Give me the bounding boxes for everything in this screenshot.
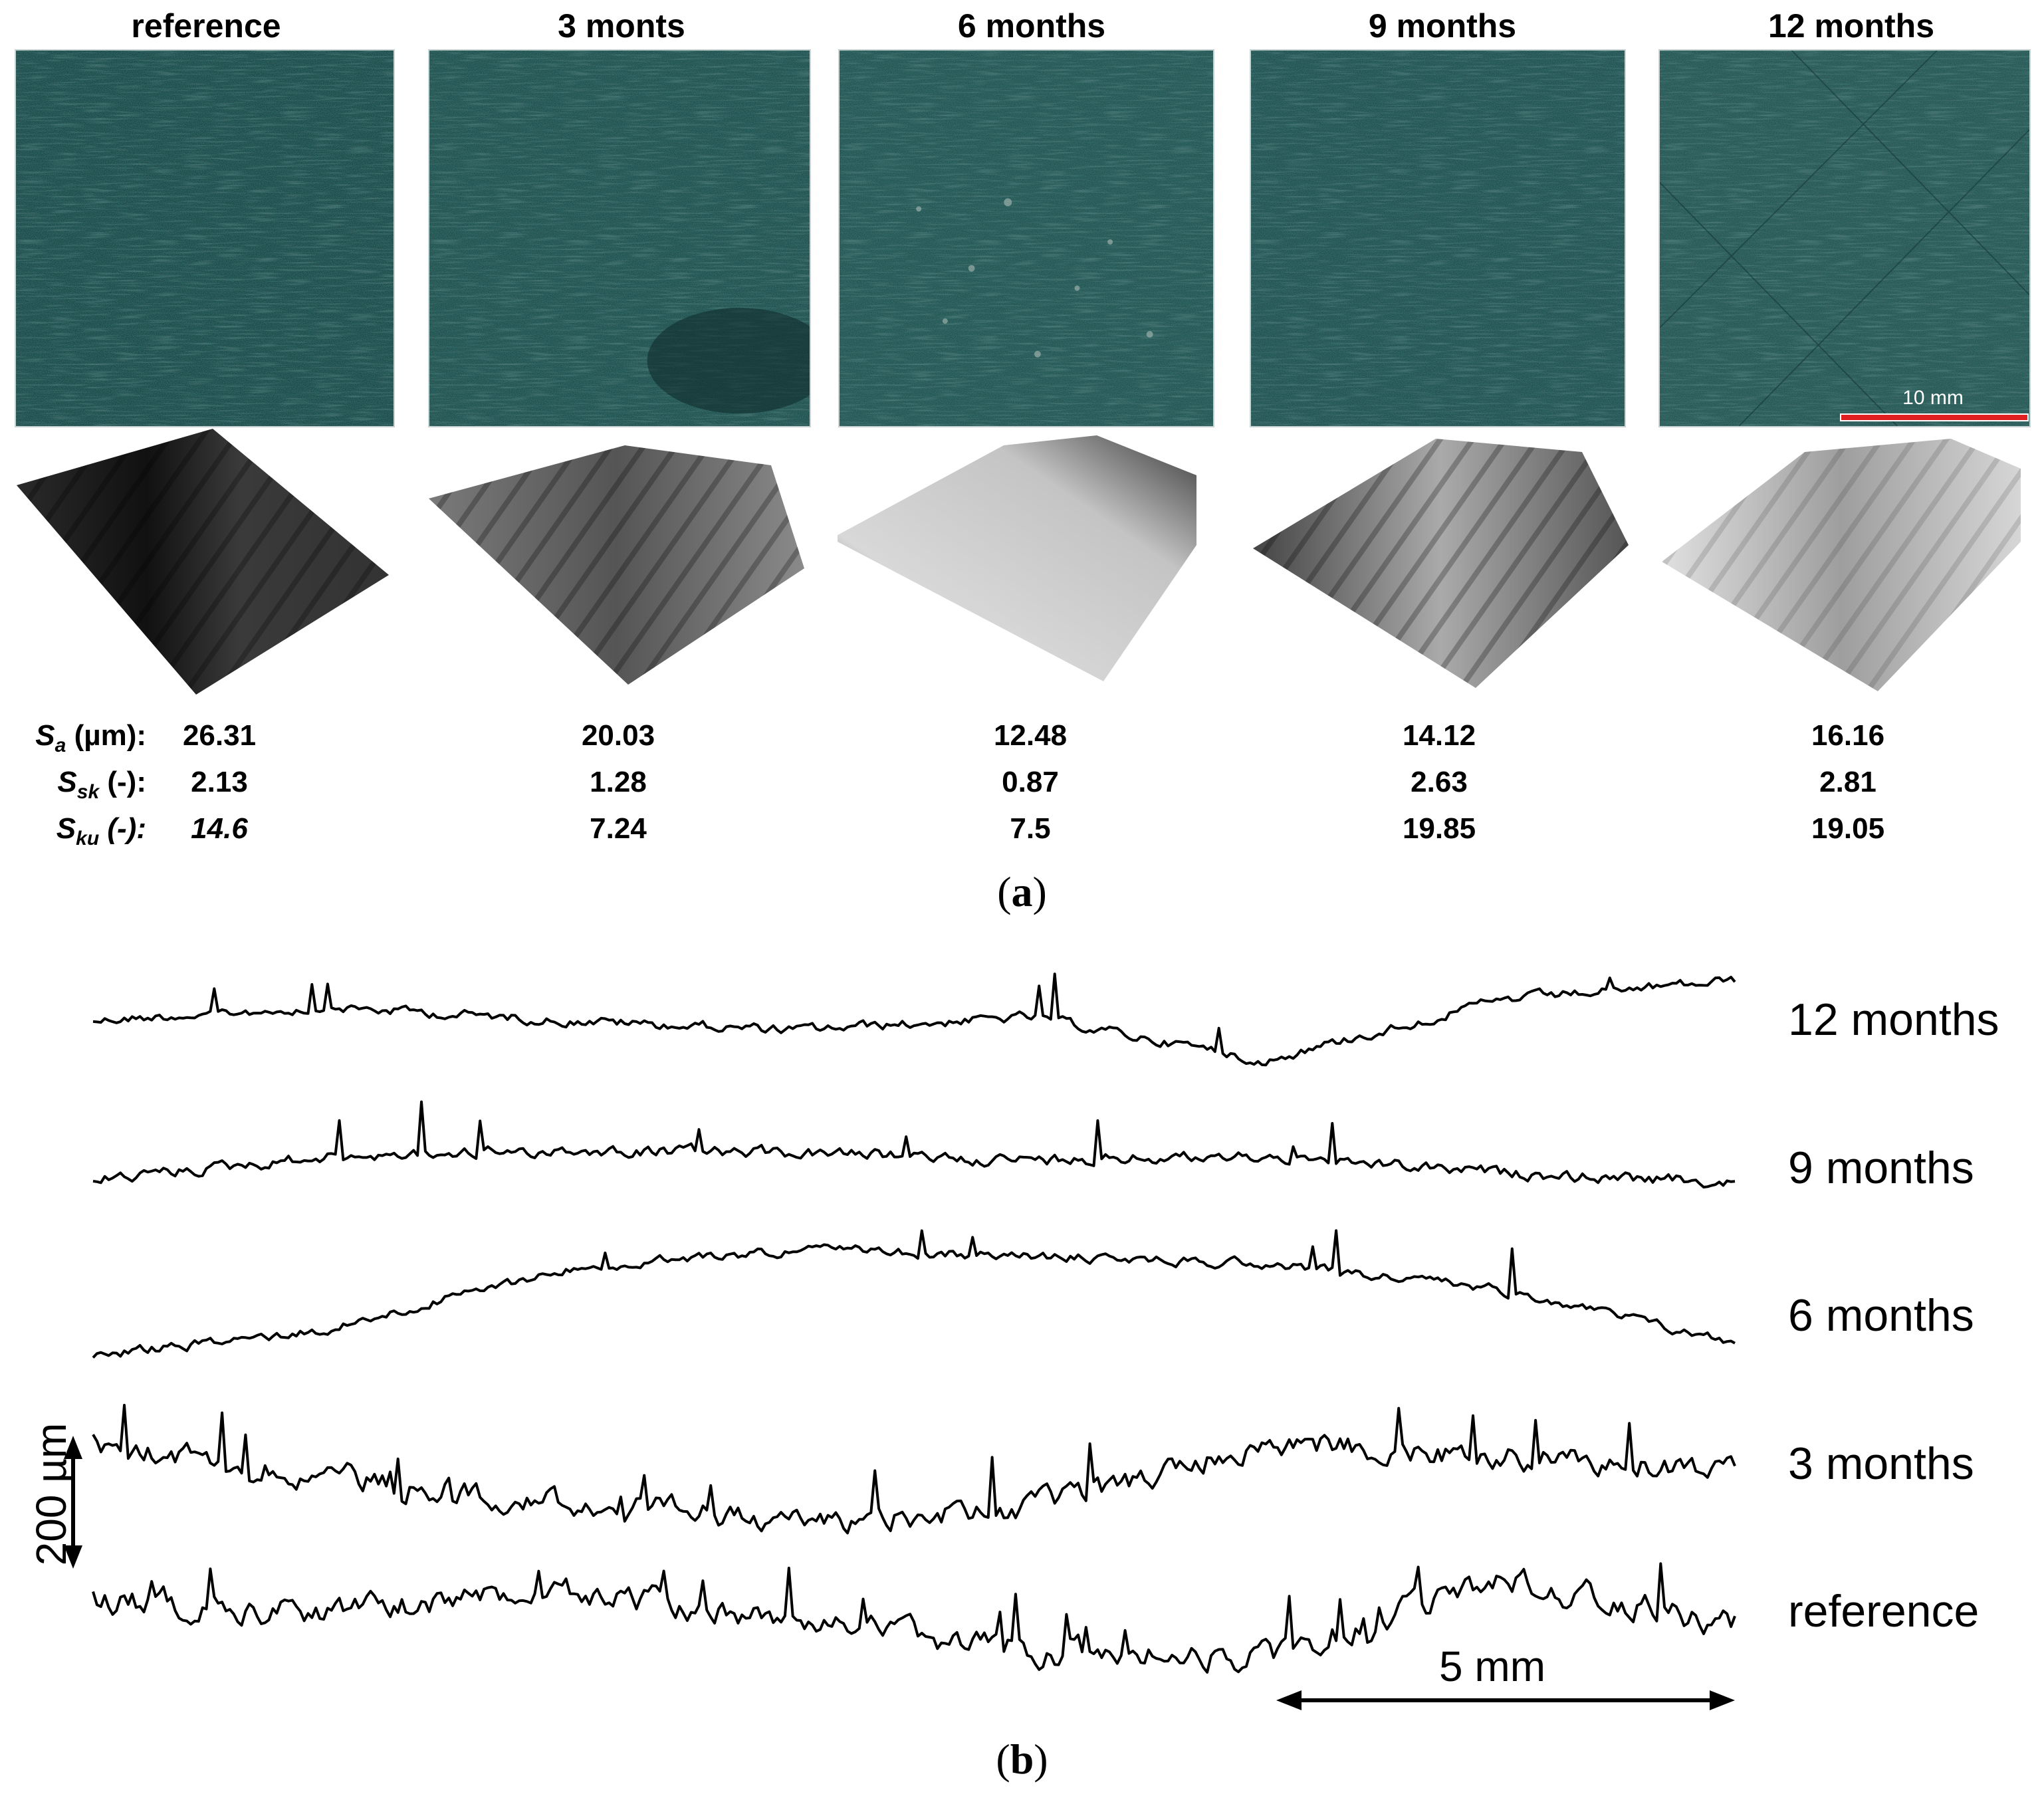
value-sa-6-months: 12.48 [993,719,1068,752]
column-title-reference: reference [131,7,281,45]
profile-label-9-months: 9 months [1788,1143,1974,1193]
profile-line-reference [92,1562,1736,1674]
column-title-9-months: 9 months [1368,7,1517,45]
caption-a: (a) [997,868,1047,915]
param-label-sa: Sa (µm): [35,719,146,756]
profile-line-9-months [92,1100,1736,1188]
surface-3d-6-months [838,435,1196,681]
value-sku-9-months: 19.85 [1402,812,1476,845]
scale-bar-label: 10 mm [1902,387,1964,409]
profile-line-3-months [92,1404,1736,1535]
value-sa-3-months: 20.03 [581,719,655,752]
photo-6-months [838,49,1214,427]
value-sa-9-months: 14.12 [1402,719,1476,752]
horizontal-scale-label: 5 mm [1439,1642,1545,1690]
profile-line-12-months [92,972,1736,1067]
profile-label-6-months: 6 months [1788,1290,1974,1341]
value-sa-12-months: 16.16 [1811,719,1885,752]
param-label-sku: Sku (-): [56,812,146,849]
column-title-3-months: 3 monts [558,7,685,45]
value-ssk-6-months: 0.87 [1002,766,1059,798]
value-sa-reference: 26.31 [182,719,257,752]
photo-3-months [428,49,811,427]
param-label-ssk: Ssk (-): [57,766,146,803]
profile-label-reference: reference [1788,1586,1980,1636]
caption-b: (b) [996,1736,1048,1783]
value-sku-12-months: 19.05 [1811,812,1885,845]
scale-bar [1840,413,2029,421]
value-sku-6-months: 7.5 [1010,812,1051,845]
value-ssk-9-months: 2.63 [1411,766,1468,798]
profile-label-3-months: 3 months [1788,1438,1974,1489]
photo-reference [15,49,395,427]
profile-label-12-months: 12 months [1788,994,1999,1045]
value-ssk-reference: 2.13 [191,766,248,798]
photo-9-months [1250,49,1626,427]
value-ssk-3-months: 1.28 [590,766,647,798]
surface-3d-12-months [1662,439,2021,691]
surface-3d-reference [17,429,389,695]
vertical-scale-label: 200 µm [27,1422,75,1566]
profile-line-6-months [92,1229,1736,1359]
horizontal-scale-arrow [1276,1690,1735,1710]
photo-12-months [1658,49,2031,427]
column-title-6-months: 6 months [957,7,1106,45]
profiles-plot [64,972,1736,1710]
column-title-12-months: 12 months [1767,7,1935,45]
vertical-scale-arrow [64,1436,82,1569]
surface-3d-3-months [429,445,804,685]
value-sku-reference: 14.6 [191,812,248,845]
value-sku-3-months: 7.24 [590,812,647,845]
surface-3d-9-months [1253,439,1629,688]
value-ssk-12-months: 2.81 [1819,766,1876,798]
